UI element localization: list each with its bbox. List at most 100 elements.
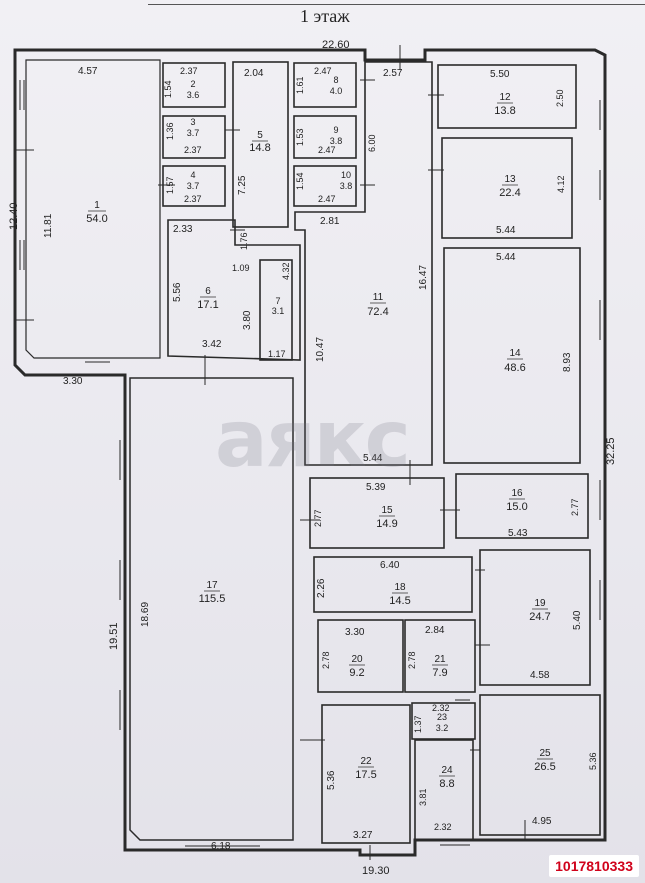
dim-r7-side: 4.32 bbox=[281, 262, 291, 280]
dim-outer-bottom: 19.30 bbox=[362, 865, 390, 877]
dim-outer-step: 3.30 bbox=[63, 376, 83, 387]
room-12-id: 12 bbox=[499, 92, 511, 103]
interior-walls bbox=[162, 61, 601, 844]
room-24-area: 8.8 bbox=[439, 778, 454, 790]
room-22-id: 22 bbox=[360, 756, 372, 767]
room-21-id: 21 bbox=[434, 654, 446, 665]
room-24-id: 24 bbox=[441, 765, 453, 776]
room-6-area: 17.1 bbox=[197, 299, 218, 311]
header-rule bbox=[148, 4, 645, 5]
room-15-id: 15 bbox=[381, 505, 393, 516]
room-13-area: 22.4 bbox=[499, 187, 520, 199]
windows bbox=[19, 80, 605, 851]
room-3-area: 3.7 bbox=[187, 128, 200, 138]
room-20-area: 9.2 bbox=[349, 667, 364, 679]
room-8-area: 4.0 bbox=[330, 86, 343, 96]
floor-title: 1 этаж bbox=[300, 6, 350, 26]
dim-wc-block: 6.00 bbox=[367, 134, 377, 152]
dim-r25-bottom: 4.95 bbox=[532, 816, 552, 827]
dim-r21-top: 2.84 bbox=[425, 625, 445, 636]
room-7-area: 3.1 bbox=[272, 306, 285, 316]
dim-r9-bottom: 2.47 bbox=[318, 145, 336, 155]
dim-outer-left: 12.40 bbox=[8, 202, 20, 230]
room-19-id: 19 bbox=[534, 598, 546, 609]
room-25-id: 25 bbox=[539, 748, 551, 759]
room-13-id: 13 bbox=[504, 174, 516, 185]
dim-r24-bottom: 2.32 bbox=[434, 822, 452, 832]
dim-r22-bottom: 3.27 bbox=[353, 830, 373, 841]
room-17-area: 115.5 bbox=[199, 593, 226, 605]
dim-r19-side: 5.40 bbox=[572, 610, 583, 630]
room-2-area: 3.6 bbox=[187, 90, 200, 100]
dimension-labels: 22.60 12.40 32.25 19.30 19.51 3.30 4.57 … bbox=[8, 39, 617, 877]
dim-r11-right: 16.47 bbox=[418, 265, 429, 290]
room-10-area: 3.8 bbox=[340, 181, 353, 191]
room-labels: 1 54.0 2 3.6 3 3.7 4 3.7 5 14.8 6 17.1 7… bbox=[86, 75, 555, 790]
dim-r20-side: 2.78 bbox=[321, 651, 331, 669]
dim-r2-side: 1.54 bbox=[163, 80, 173, 98]
dim-r6-bottom: 3.42 bbox=[202, 339, 222, 350]
dim-r5-side: 7.25 bbox=[237, 175, 248, 195]
dim-r16-bottom: 5.43 bbox=[508, 528, 528, 539]
dim-r4-side: 1.57 bbox=[165, 176, 175, 194]
room-11-id: 11 bbox=[373, 292, 384, 303]
room-9-area: 3.8 bbox=[330, 136, 343, 146]
dim-r14-top: 5.44 bbox=[496, 252, 516, 263]
dim-r12-side: 2.50 bbox=[555, 89, 565, 107]
dim-r8-side: 1.61 bbox=[295, 76, 305, 94]
dim-r24-side: 3.81 bbox=[418, 788, 428, 806]
listing-id-badge: 1017810333 bbox=[549, 855, 639, 877]
dim-r17-bottom: 6.18 bbox=[211, 841, 231, 852]
dim-r7-bottom: 1.17 bbox=[268, 349, 286, 359]
room-14-area: 48.6 bbox=[504, 362, 525, 374]
room-14-id: 14 bbox=[509, 348, 521, 359]
dim-r15-top: 5.39 bbox=[366, 482, 386, 493]
dim-r19-bottom: 4.58 bbox=[530, 670, 550, 681]
dim-r6-inner: 3.80 bbox=[242, 310, 253, 330]
room-20-id: 20 bbox=[351, 654, 363, 665]
room-19-area: 24.7 bbox=[529, 611, 550, 623]
dim-wc-bottom: 2.81 bbox=[320, 216, 340, 227]
dim-r11-bottom: 5.44 bbox=[363, 453, 383, 464]
dim-r1-top: 4.57 bbox=[78, 66, 98, 77]
dim-wc-top: 2.57 bbox=[383, 68, 403, 79]
dim-r18-top: 6.40 bbox=[380, 560, 400, 571]
room-22-area: 17.5 bbox=[355, 769, 376, 781]
dim-r14-side: 8.93 bbox=[562, 352, 573, 372]
room-8-id: 8 bbox=[333, 75, 338, 85]
dim-r2-top: 2.37 bbox=[180, 66, 198, 76]
room-7-id: 7 bbox=[275, 296, 280, 306]
dim-r6-step1: 1.76 bbox=[239, 232, 249, 250]
dim-outer-left-lower: 19.51 bbox=[108, 622, 120, 650]
label-underlines bbox=[88, 102, 553, 777]
room-12-area: 13.8 bbox=[494, 105, 515, 117]
dim-r17-side: 18.69 bbox=[140, 602, 151, 627]
room-5-area: 14.8 bbox=[249, 142, 270, 154]
dim-r5-top: 2.04 bbox=[244, 68, 264, 79]
dim-r13-bottom: 5.44 bbox=[496, 225, 516, 236]
room-6-id: 6 bbox=[205, 286, 211, 297]
dim-r20-top: 3.30 bbox=[345, 627, 365, 638]
dim-r1-side: 11.81 bbox=[43, 213, 54, 238]
room-23-area: 3.2 bbox=[436, 723, 449, 733]
room-16-id: 16 bbox=[511, 488, 523, 499]
dim-r23-side: 1.37 bbox=[413, 715, 423, 733]
dim-r16-side: 2.77 bbox=[570, 498, 580, 516]
dim-outer-top: 22.60 bbox=[322, 39, 350, 51]
dim-r6-top: 2.33 bbox=[173, 224, 193, 235]
dim-r3-side: 1.36 bbox=[165, 122, 175, 140]
room-11-area: 72.4 bbox=[367, 306, 388, 318]
dim-r22-side: 5.36 bbox=[326, 770, 337, 790]
room-2-id: 2 bbox=[190, 79, 195, 89]
dim-r23-top: 2.32 bbox=[432, 703, 450, 713]
dim-r9-side: 1.53 bbox=[295, 128, 305, 146]
dim-r21-side: 2.78 bbox=[407, 651, 417, 669]
room-10-id: 10 bbox=[341, 170, 351, 180]
room-3-id: 3 bbox=[190, 117, 195, 127]
dim-r12-top: 5.50 bbox=[490, 69, 510, 80]
dim-r6-side: 5.56 bbox=[172, 282, 183, 302]
dim-r10-side: 1.54 bbox=[295, 172, 305, 190]
room-1-area: 54.0 bbox=[86, 213, 107, 225]
dim-r10-bottom: 2.47 bbox=[318, 194, 336, 204]
